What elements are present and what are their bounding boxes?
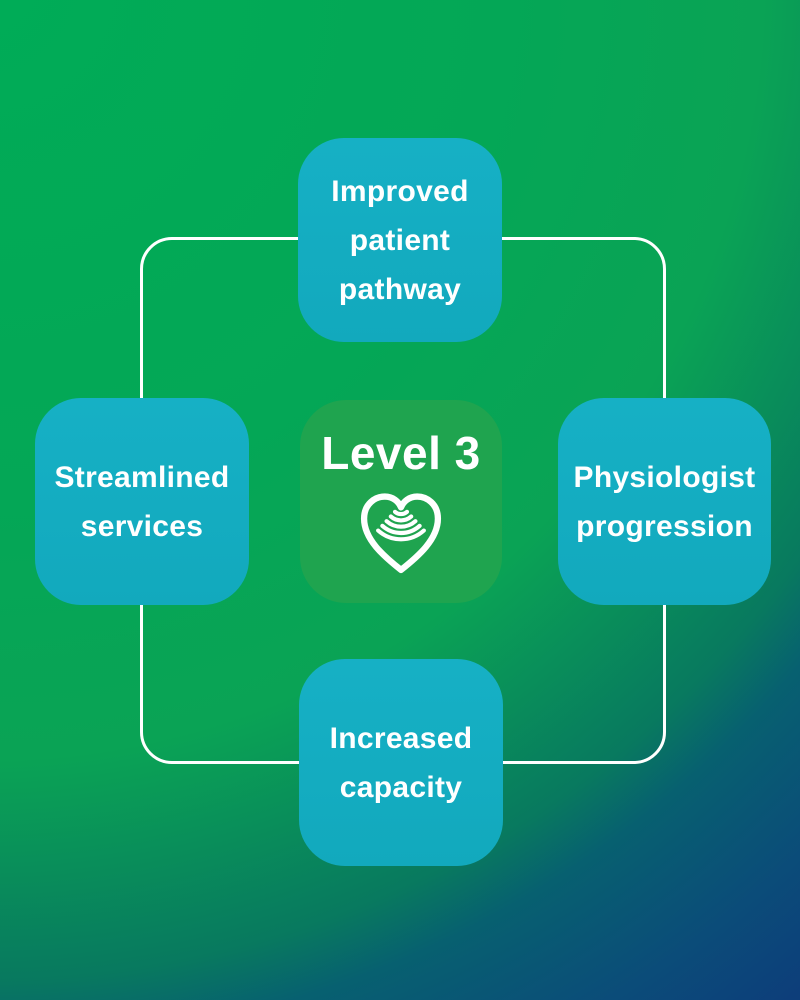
node-label-line: Physiologist	[573, 460, 756, 494]
node-label-line: patient	[349, 223, 451, 257]
center-title: Level 3	[321, 426, 481, 479]
node-increased-capacity: Increased capacity	[299, 659, 503, 866]
node-label-line: Increased	[329, 721, 473, 755]
node-label-line: services	[80, 509, 204, 543]
center-node-level-3: Level 3	[300, 400, 502, 603]
node-improved-patient-pathway: Improved patient pathway	[298, 138, 502, 342]
heart-ultrasound-icon	[360, 492, 442, 573]
node-label-line: Improved	[331, 174, 469, 208]
node-streamlined-services: Streamlined services	[35, 398, 249, 605]
node-label-line: pathway	[338, 272, 462, 306]
node-label-line: progression	[576, 509, 753, 543]
node-physiologist-progression: Physiologist progression	[558, 398, 771, 605]
node-label-line: capacity	[339, 770, 463, 804]
node-label-line: Streamlined	[54, 460, 230, 494]
